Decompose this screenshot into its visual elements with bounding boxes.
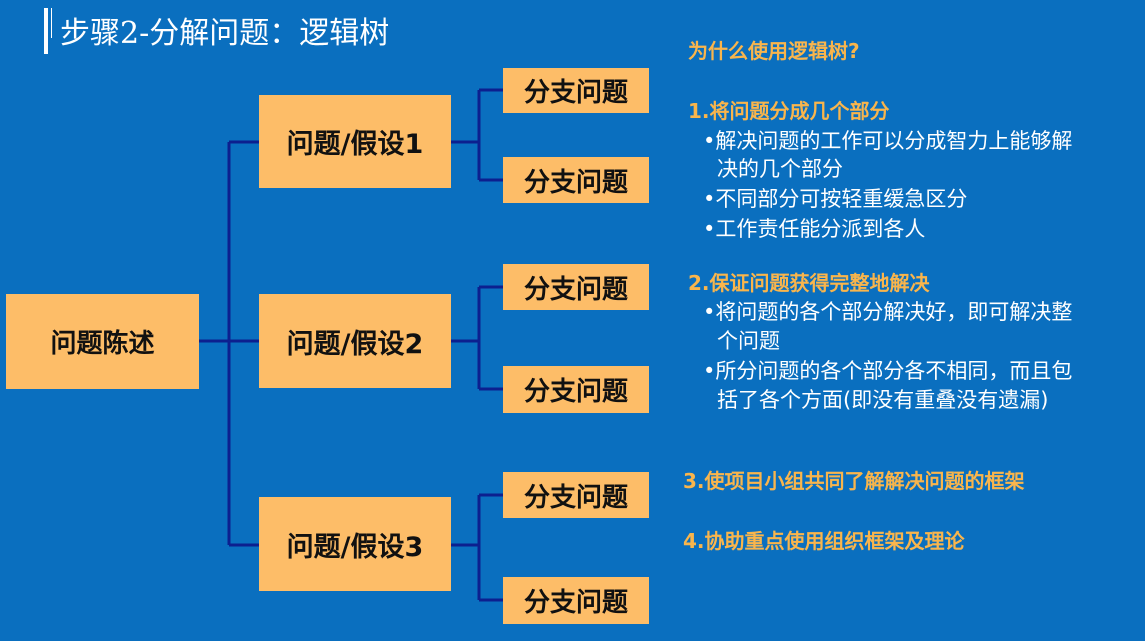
hypothesis-node-1: 问题/假设1 xyxy=(259,95,451,188)
reason-heading-2: 2.保证问题获得完整地解决 xyxy=(688,271,930,295)
reason-1-line-1: •解决问题的工作可以分成智力上能够解 xyxy=(703,129,1073,153)
title-accent-bar xyxy=(44,8,48,54)
branch-node-2-2: 分支问题 xyxy=(503,366,649,413)
reason-heading-1: 1.将问题分成几个部分 xyxy=(688,99,890,123)
reason-2-line-4: 括了各个方面(即没有重叠没有遗漏) xyxy=(717,388,1049,412)
hypothesis-node-2: 问题/假设2 xyxy=(259,294,451,388)
title-accent-line xyxy=(51,8,52,38)
branch-node-1-1: 分支问题 xyxy=(503,68,649,113)
reason-heading-4: 4.协助重点使用组织框架及理论 xyxy=(683,529,965,553)
branch-node-3-1: 分支问题 xyxy=(503,472,649,518)
reasons-question: 为什么使用逻辑树? xyxy=(688,39,860,63)
reason-1-line-3: •不同部分可按轻重缓急区分 xyxy=(703,187,968,211)
branch-node-1-2: 分支问题 xyxy=(503,157,649,203)
root-node: 问题陈述 xyxy=(6,294,199,389)
slide-title: 步骤2-分解问题：逻辑树 xyxy=(60,16,390,51)
reason-2-line-2: 个问题 xyxy=(717,329,780,353)
reason-2-line-3: •所分问题的各个部分各不相同，而且包 xyxy=(703,359,1073,383)
reason-heading-3: 3.使项目小组共同了解解决问题的框架 xyxy=(683,469,1025,493)
reason-1-line-2: 决的几个部分 xyxy=(717,157,843,181)
reason-2-line-1: •将问题的各个部分解决好，即可解决整 xyxy=(703,300,1073,324)
reason-1-line-4: •工作责任能分派到各人 xyxy=(703,217,926,241)
hypothesis-node-3: 问题/假设3 xyxy=(259,497,451,591)
branch-node-3-2: 分支问题 xyxy=(503,577,649,624)
branch-node-2-1: 分支问题 xyxy=(503,264,649,310)
